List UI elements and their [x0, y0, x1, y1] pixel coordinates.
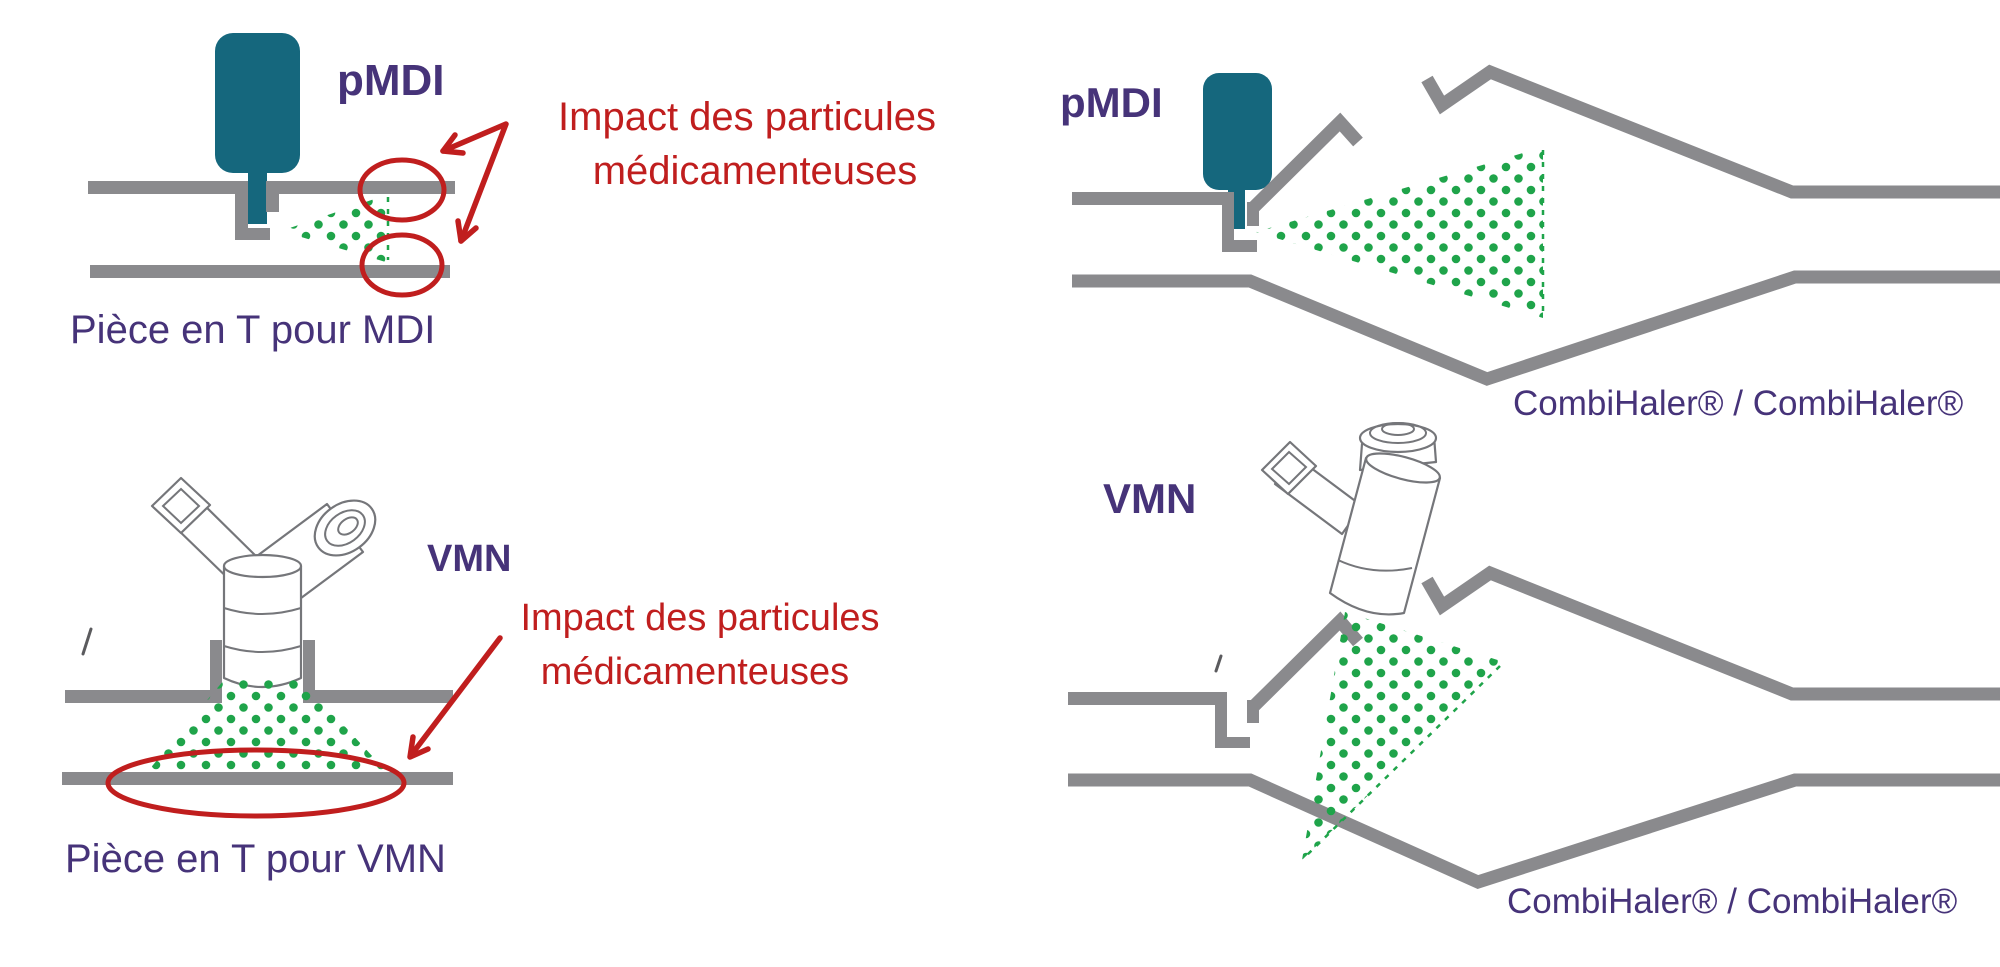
tpiece-top-left-wall [65, 640, 222, 703]
tpiece-mdi-caption: Pièce en T pour MDI [70, 308, 435, 352]
chamber-upper-left-slope [1247, 112, 1363, 214]
panel-vmn-tpiece: VMN Impact des particules médicamenteuse… [62, 476, 880, 881]
tpiece-top-right-wall [266, 181, 455, 212]
impact-annotation-line1: Impact des particules [558, 95, 936, 139]
panel-vmn-combihaler: VMN CombiHaler® / CombiHaler® [1068, 422, 2000, 921]
spray-cone [281, 194, 389, 263]
spray-cone [148, 680, 386, 771]
chamber-upper-right-slope [1421, 565, 2000, 701]
arrowhead-icon [407, 734, 431, 760]
impact-circle-top [357, 157, 447, 223]
impact-circle-bottom [359, 232, 445, 298]
chamber-upper-right-slope [1421, 64, 2000, 199]
vmn-nebulizer [1260, 422, 1442, 616]
spray-cone-edge [1305, 665, 1501, 857]
tpiece-top-right-wall [303, 640, 453, 703]
panel-pmdi-tpiece: pMDI Impact des particules médicamenteus… [70, 33, 936, 352]
impact-annotation-line2: médicamenteuses [593, 149, 918, 193]
stray-tick [1214, 654, 1223, 673]
impact-annotation-line2: médicamenteuses [541, 651, 849, 693]
tpiece-bottom-wall [90, 265, 450, 278]
combihaler-caption: CombiHaler® / CombiHaler® [1513, 384, 1964, 423]
stray-tick [81, 627, 93, 656]
impact-arrows [440, 121, 509, 244]
pmdi-label: pMDI [1060, 79, 1163, 126]
tpiece-bottom-wall [62, 772, 453, 785]
vmn-nebulizer [150, 476, 377, 689]
spray-cone [1256, 147, 1543, 318]
impact-annotation-line1: Impact des particules [520, 597, 879, 639]
panel-pmdi-combihaler: pMDI CombiHaler® / CombiHaler® [1060, 64, 2000, 423]
pmdi-label: pMDI [337, 56, 445, 105]
impact-arrow [407, 635, 503, 760]
spray-cone [1302, 612, 1504, 860]
chamber-inlet-wall [1068, 692, 1250, 748]
pmdi-canister [1203, 73, 1272, 190]
arrowhead-icon [455, 218, 479, 244]
tpiece-top-left-wall [88, 181, 270, 240]
chamber-inlet-wall [1072, 192, 1257, 252]
combihaler-caption: CombiHaler® / CombiHaler® [1507, 882, 1958, 921]
arrowhead-icon [440, 132, 466, 156]
impact-ellipse [105, 747, 407, 819]
vmn-label: VMN [1103, 475, 1196, 522]
tpiece-vmn-caption: Pièce en T pour VMN [65, 837, 446, 881]
chamber-bottom-wall [1068, 773, 2000, 889]
chamber-bottom-wall [1072, 270, 2000, 386]
vmn-label: VMN [427, 538, 511, 580]
pmdi-canister [215, 33, 300, 173]
